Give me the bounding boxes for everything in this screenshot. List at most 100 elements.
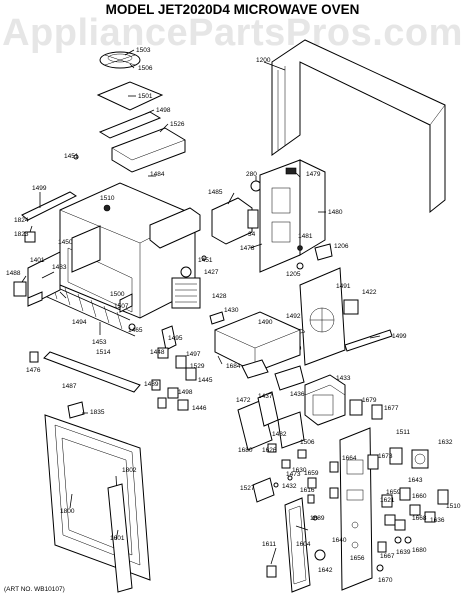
part-number-label: 1667 (380, 553, 395, 560)
control-board (339, 427, 373, 591)
part-1679 (349, 399, 363, 416)
part-1451 (73, 154, 79, 160)
bracket-1499-left (21, 191, 77, 221)
part-1673 (367, 454, 379, 470)
part-1430 (209, 311, 225, 325)
part-number-label: 1498 (156, 107, 171, 114)
part-number-label: 1430 (224, 307, 239, 314)
part-1482 (277, 411, 305, 449)
part-number-label: 1668 (412, 515, 427, 522)
part-number-label: 1492 (286, 313, 301, 320)
part-1670 (376, 564, 384, 572)
outer-case (271, 39, 446, 214)
part-34 (247, 209, 259, 229)
part-number-label: 1480 (328, 209, 343, 216)
part-1510b (437, 489, 449, 505)
part-number-label: 1639 (396, 549, 411, 556)
part-number-label: 1660 (412, 493, 427, 500)
part-number-label: 1800 (60, 508, 75, 515)
part-number-label: 1495 (168, 335, 183, 342)
part-1630 (287, 475, 293, 481)
part-number-label: 1451 (198, 257, 213, 264)
part-number-label: 1465 (128, 327, 143, 334)
part-1659b (381, 494, 393, 508)
part-number-label: 1510 (100, 195, 115, 202)
part-number-label: 1527 (240, 485, 255, 492)
part-number-label: 1680 (412, 547, 427, 554)
part-1510 (103, 204, 111, 212)
part-1616 (307, 494, 315, 504)
part-1684 (241, 359, 269, 379)
part-number-label: 1670 (378, 577, 393, 584)
part-number-label: 1445 (198, 377, 213, 384)
part-1643 (399, 487, 411, 501)
part-number-label: 1643 (408, 477, 423, 484)
part-1639 (394, 536, 402, 544)
part-number-label: 1482 (272, 431, 287, 438)
part-number-label: 1498 (178, 389, 193, 396)
part-number-label: 1487 (62, 383, 77, 390)
part-number-label: 1481 (298, 233, 313, 240)
part-number-label: 1478 (240, 245, 255, 252)
part-number-label: 1485 (208, 189, 223, 196)
part-1626 (267, 443, 277, 453)
oven-cavity (27, 182, 201, 337)
part-number-label: 1677 (384, 405, 399, 412)
part-number-label: 1428 (212, 293, 227, 300)
part-number-label: 1680 (238, 447, 253, 454)
part-1642 (314, 549, 326, 561)
part-1659 (307, 477, 317, 489)
part-1465 (128, 323, 136, 331)
bracket-1498 (98, 111, 162, 139)
part-number-label: 1673 (378, 453, 393, 460)
part-number-label: 1507 (114, 303, 129, 310)
watermark: AppliancePartsPros.com (2, 12, 463, 54)
part-number-label: 1659 (386, 489, 401, 496)
door-assembly (44, 414, 151, 581)
part-number-label: 1476 (26, 367, 41, 374)
part-number-label: 1526 (170, 121, 185, 128)
part-number-label: 1205 (286, 271, 301, 278)
part-number-label: 1484 (150, 171, 165, 178)
transformer (304, 374, 346, 426)
latch-bar-1487 (43, 351, 141, 393)
part-number-label: 1451 (64, 153, 79, 160)
lamp-cover-1485 (211, 197, 253, 245)
part-number-label: 1679 (362, 397, 377, 404)
part-1476 (29, 351, 39, 363)
part-1507 (119, 293, 133, 313)
interlock-switches (151, 325, 197, 411)
part-number-label: 1433 (336, 375, 351, 382)
part-1660 (409, 504, 421, 516)
part-number-label: 1684 (226, 363, 241, 370)
base-tray (214, 311, 301, 373)
part-number-label: 1446 (192, 405, 207, 412)
part-number-label: 1664 (342, 455, 357, 462)
part-number-label: 1604 (296, 541, 311, 548)
part-1451b (201, 255, 207, 261)
part-number-label: 1491 (336, 283, 351, 290)
part-1488 (13, 281, 27, 297)
part-number-label: 1437 (258, 393, 273, 400)
part-number-label: 34 (248, 231, 256, 238)
part-number-label: 1514 (96, 349, 111, 356)
part-1621 (384, 514, 396, 526)
part-number-label: 1611 (262, 541, 276, 548)
part-number-label: 1824 (14, 217, 29, 224)
part-1689 (312, 515, 318, 521)
part-number-label: 1499 (392, 333, 407, 340)
part-number-label: 1488 (6, 270, 21, 277)
part-number-label: 1206 (334, 243, 349, 250)
part-1473 (281, 459, 291, 469)
part-number-label: 1494 (72, 319, 87, 326)
part-1611 (266, 565, 277, 578)
part-1511 (389, 447, 403, 465)
control-frame (259, 159, 326, 273)
part-number-label: 1642 (318, 567, 333, 574)
part-number-label: 1659 (304, 470, 319, 477)
part-number-label: 1401 (30, 257, 45, 264)
part-number-label: 1432 (282, 483, 297, 490)
art-number: (ART NO. WB10107) (4, 586, 65, 593)
part-1684b (329, 461, 339, 473)
